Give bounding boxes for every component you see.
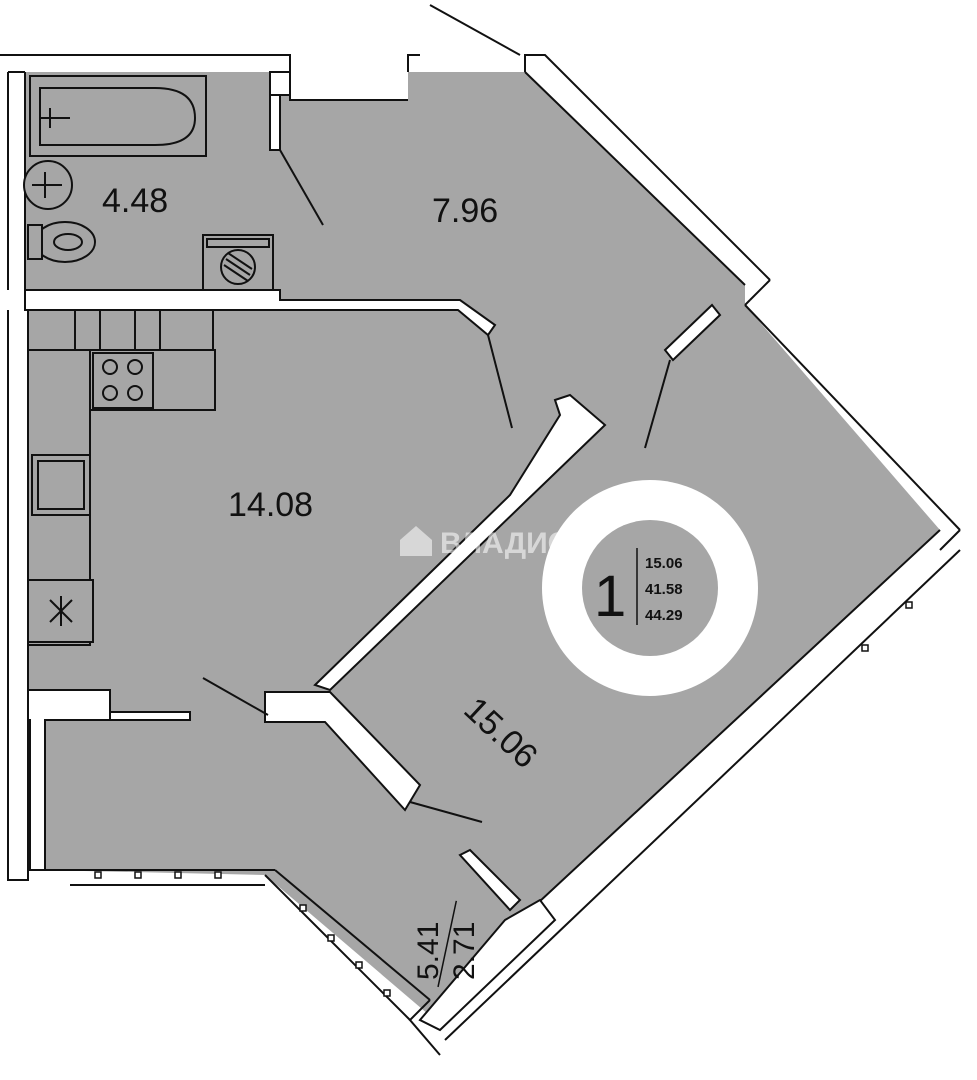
total-with-balcony: 44.29 <box>645 607 683 624</box>
total-area: 41.58 <box>645 581 683 598</box>
badge-core <box>582 520 718 656</box>
room-area-hallway: 7.96 <box>432 192 498 230</box>
outer-walls <box>0 4 961 1056</box>
watermark-house-icon <box>400 526 432 556</box>
door-swings <box>202 149 671 823</box>
watermark: ВЛАДИС <box>400 526 569 560</box>
balcony-label: 5.41 2.71 <box>412 900 481 988</box>
kitchen-fixtures <box>27 309 216 646</box>
room-area-kitchen: 14.08 <box>228 486 313 524</box>
watermark-text: ВЛАДИС <box>440 527 569 560</box>
balcony-area-full: 5.41 <box>412 922 445 980</box>
windows <box>94 601 913 997</box>
interior-walls <box>24 71 722 1032</box>
room-count: 1 <box>594 564 626 629</box>
living-area: 15.06 <box>645 555 683 572</box>
bathroom-fixtures <box>23 75 274 291</box>
room-area-bathroom: 4.48 <box>102 182 168 220</box>
stove <box>92 352 154 409</box>
balcony-area-reduced: 2.71 <box>448 922 481 980</box>
summary-badge <box>542 480 758 696</box>
